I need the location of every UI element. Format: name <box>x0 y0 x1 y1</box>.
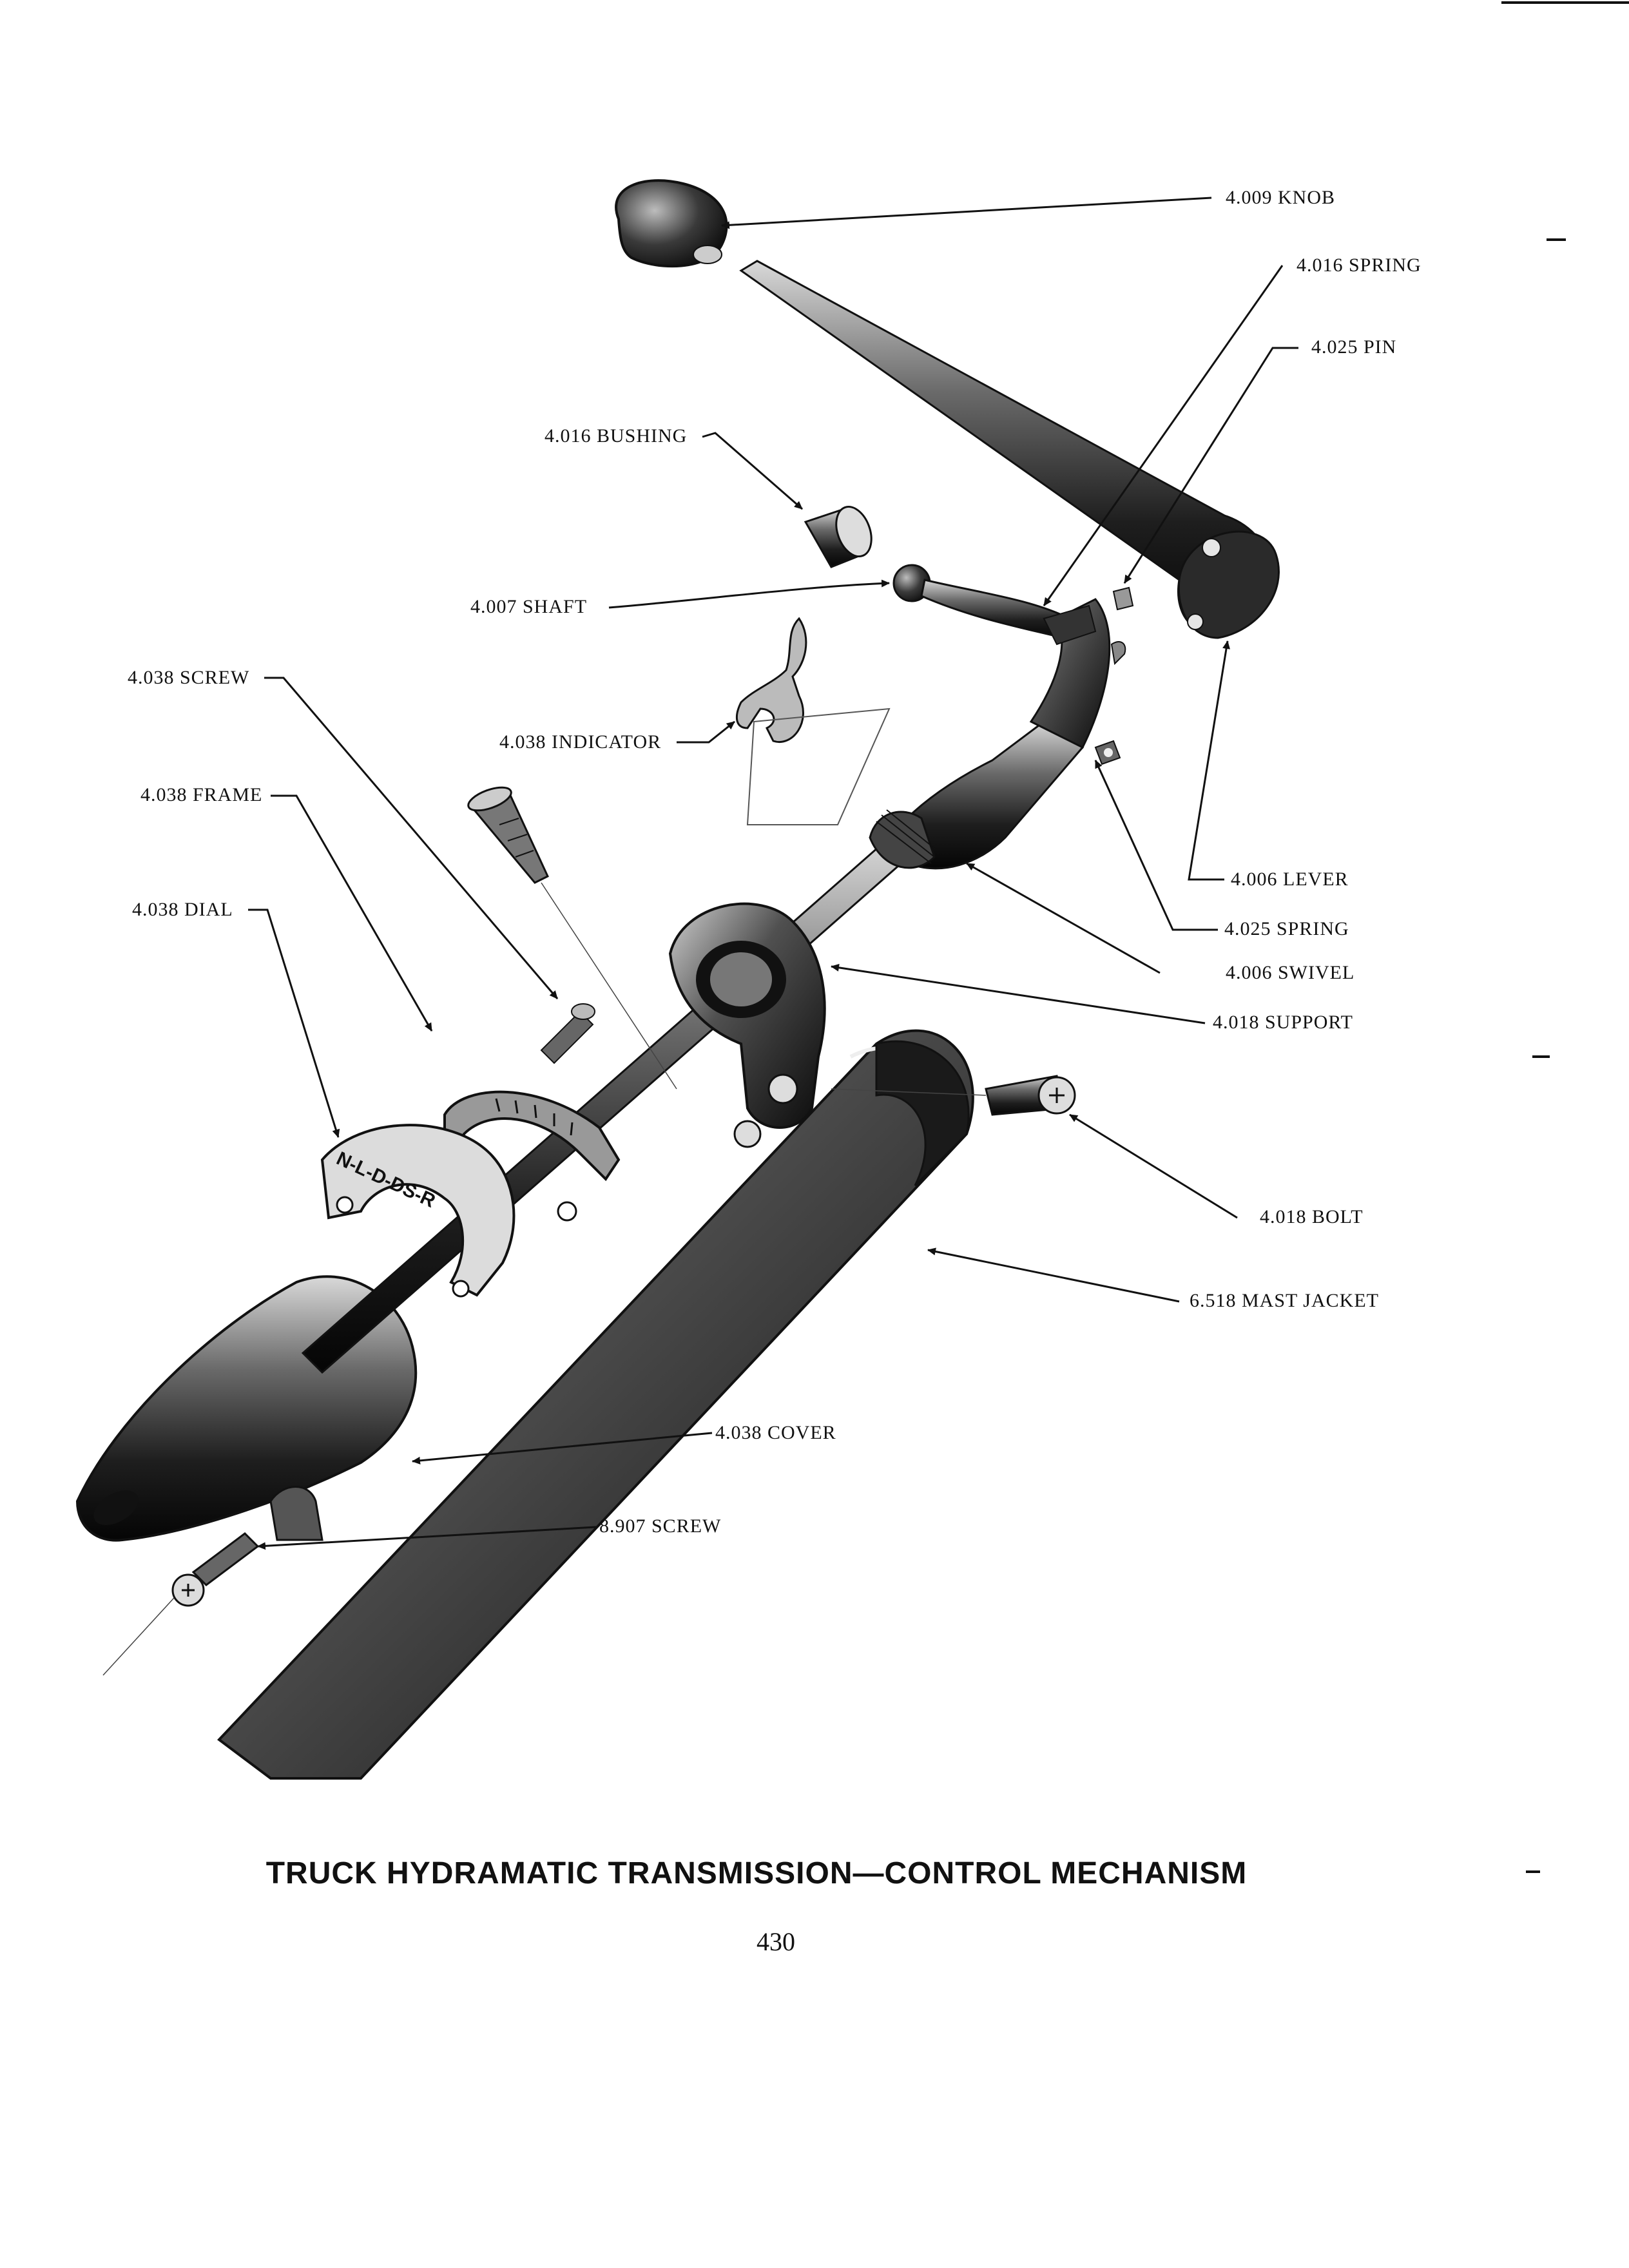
label-cover: 4.038 COVER <box>715 1422 836 1443</box>
leader-mast-jacket <box>927 1247 1180 1303</box>
leader-screw-038 <box>264 677 559 999</box>
leader-shaft <box>608 579 890 609</box>
label-screw-907: 8.907 SCREW <box>599 1515 722 1537</box>
bolt-part <box>831 1075 1076 1116</box>
leader-screw-907 <box>257 1526 597 1550</box>
label-shaft: 4.007 SHAFT <box>470 596 588 617</box>
knob-part <box>615 179 728 268</box>
leader-knob <box>721 197 1212 229</box>
support-part <box>668 902 826 1148</box>
screw-038-part <box>467 786 677 1090</box>
leader-indicator <box>677 720 735 744</box>
label-support: 4.018 SUPPORT <box>1213 1012 1353 1033</box>
leader-support <box>831 963 1206 1024</box>
indicator-part <box>735 617 891 825</box>
bushing-part <box>804 505 872 568</box>
leader-spring-025 <box>1094 760 1218 931</box>
label-screw-038: 4.038 SCREW <box>128 667 250 688</box>
page-number-text: 430 <box>757 1927 795 1956</box>
label-pin: 4.025 PIN <box>1311 336 1397 358</box>
scan-marks <box>1501 1 1629 1873</box>
leader-lines <box>248 197 1298 1550</box>
label-bolt: 4.018 BOLT <box>1260 1206 1364 1227</box>
screw-907-part <box>102 1532 260 1676</box>
leader-dial <box>248 908 340 1138</box>
label-mast-jacket: 6.518 MAST JACKET <box>1190 1290 1379 1311</box>
leader-pin <box>1123 347 1298 584</box>
leader-cover <box>412 1432 713 1465</box>
page-number: 430 <box>0 1927 1629 1957</box>
small-parts <box>1094 586 1134 765</box>
leader-swivel <box>966 862 1161 974</box>
mast-jacket-part <box>217 1029 974 1780</box>
page-title-text: TRUCK HYDRAMATIC TRANSMISSION—CONTROL ME… <box>265 1856 1248 1890</box>
label-bushing: 4.016 BUSHING <box>545 425 688 447</box>
shift-shaft-part <box>892 564 1097 646</box>
label-lever: 4.006 LEVER <box>1231 869 1349 890</box>
label-spring-016: 4.016 SPRING <box>1296 255 1422 276</box>
leader-lever <box>1188 640 1231 881</box>
page-title: TRUCK HYDRAMATIC TRANSMISSION—CONTROL ME… <box>0 1856 1629 1891</box>
label-frame: 4.038 FRAME <box>140 784 263 805</box>
lever-part <box>739 260 1280 639</box>
swivel-part <box>869 598 1111 870</box>
frame-screw-part <box>540 1003 595 1064</box>
label-spring-025: 4.025 SPRING <box>1224 918 1349 939</box>
leader-spring-016 <box>1043 265 1284 606</box>
label-dial: 4.038 DIAL <box>132 899 233 920</box>
leader-bushing <box>702 432 803 510</box>
leader-bolt <box>1069 1113 1238 1219</box>
dial-part: N-L-D-DS-R <box>320 1124 516 1298</box>
label-indicator: 4.038 INDICATOR <box>499 731 662 753</box>
leader-frame <box>271 794 433 1032</box>
label-knob: 4.009 KNOB <box>1226 187 1336 208</box>
label-swivel: 4.006 SWIVEL <box>1226 962 1355 983</box>
